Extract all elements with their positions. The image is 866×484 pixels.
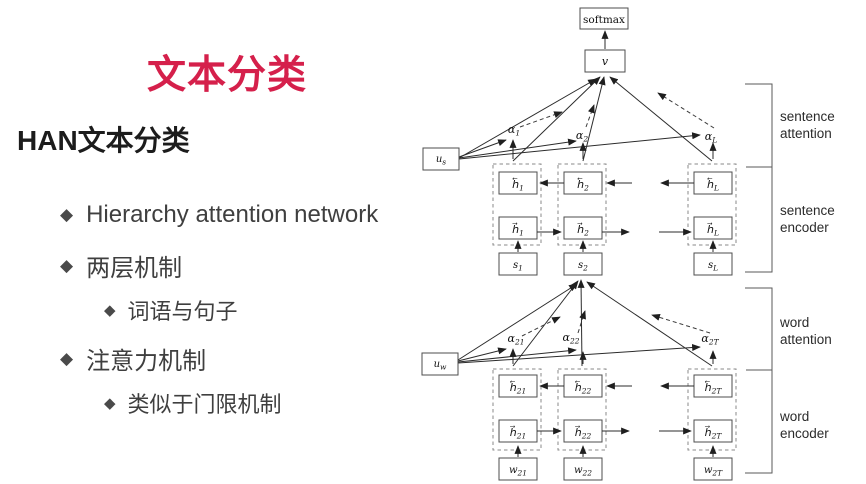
word-attention-label: word [779,315,809,330]
bullet-text: 注意力机制 [86,348,207,375]
h-forward-2-label: h⃗2 [577,222,589,238]
h-backward-1-label: h⃖1 [512,177,524,193]
word-context-vector-node: uw [421,352,459,376]
sentence-encoder-label: encoder [780,220,829,235]
h-backward-2T-label: h⃖2T [704,380,722,396]
sentence-attention-label: attention [780,126,832,141]
sentence-encoder-column-1: h⃖1 h⃗1 s1 [492,163,542,276]
bullet-item: ◆ 两层机制 [60,248,182,283]
h-backward-21-label: h⃖21 [509,380,526,396]
h-forward-L-label: h⃗L [707,222,719,238]
us-label: us [436,154,446,167]
h-backward-2-label: h⃖2 [577,177,589,193]
bullet-item: ◆ Hierarchy attention network [60,201,378,229]
sentence-rnn-arrows [537,179,694,236]
h-forward-21-label: h⃗21 [509,425,526,441]
bullet-text: Hierarchy attention network [86,201,379,228]
softmax-node: softmax [579,7,629,30]
word-encoder-column-1: h⃖21 h⃗21 w21 [492,368,542,481]
word-section-bracket [745,287,773,474]
page-title: 文本分类 [147,54,308,97]
w21-label: w21 [509,465,527,478]
sentence-attention-label: sentence [780,109,835,124]
sentence-encoder-column-L: h⃖L h⃗L sL [687,163,737,276]
sL-label: sL [708,260,718,273]
softmax-label: softmax [583,14,625,26]
bullet-text: 类似于门限机制 [127,392,282,417]
w22-label: w22 [574,465,592,478]
h-forward-1-label: h⃗1 [512,222,524,238]
sentence-context-vector-node: us [422,147,460,171]
bullet-item: ◆ 类似于门限机制 [104,387,282,419]
bullet-text: 两层机制 [86,255,183,282]
alpha-2-label: α2 [576,129,588,144]
section-heading: HAN文本分类 [17,125,190,156]
h-backward-L-label: h⃖L [707,177,719,193]
alpha-22-label: α22 [563,331,580,346]
bullet-item: ◆ 注意力机制 [60,341,206,376]
word-rnn-arrows [537,382,694,435]
document-vector-node: v [584,49,626,73]
word-attention-arrows [457,279,717,367]
alpha-L-label: αL [705,130,717,145]
alpha-21-label: α21 [508,332,525,347]
diamond-bullet-icon: ◆ [60,205,74,224]
word-encoder-label: encoder [780,426,829,441]
sentence-encoder-label: sentence [780,203,835,218]
sentence-section-bracket [745,83,773,273]
diamond-bullet-icon: ◆ [104,395,116,412]
sentence-encoder-column-2: h⃖2 h⃗2 s2 [557,163,607,276]
diamond-bullet-icon: ◆ [60,348,74,368]
w2T-label: w2T [704,465,723,478]
alpha-2T-label: α2T [701,332,719,347]
diamond-bullet-icon: ◆ [104,302,116,319]
alpha-1-label: α1 [508,123,520,138]
bullet-item: ◆ 词语与句子 [104,294,238,326]
s1-label: s1 [513,260,523,273]
h-backward-22-label: h⃖22 [574,380,591,396]
word-encoder-column-T: h⃖2T h⃗2T w2T [687,368,737,481]
v-label: v [602,55,609,68]
diamond-bullet-icon: ◆ [60,255,74,275]
word-encoder-column-2: h⃖22 h⃗22 w22 [557,368,607,481]
s2-label: s2 [578,260,588,273]
h-forward-2T-label: h⃗2T [704,425,722,441]
word-attention-label: attention [780,332,832,347]
h-forward-22-label: h⃗22 [574,425,591,441]
bullet-text: 词语与句子 [127,299,238,324]
word-encoder-label: word [779,409,809,424]
uw-label: uw [434,359,447,372]
sentence-attention-arrows [458,76,717,162]
